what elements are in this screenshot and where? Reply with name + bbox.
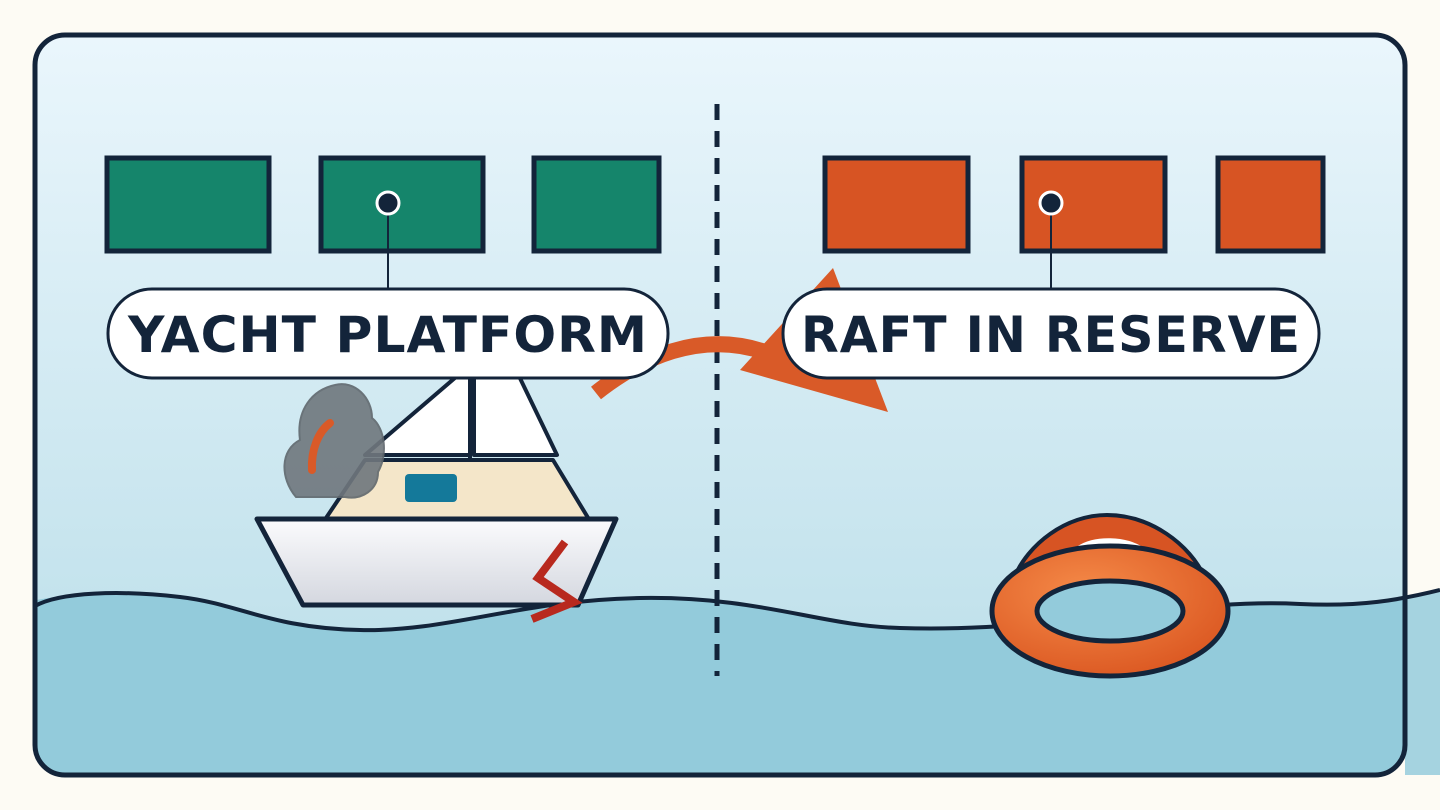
yacht-label-leader [375,190,401,292]
raft-panel-1 [822,155,971,254]
yacht-panel-3 [531,155,662,254]
yacht-platform-label: YACHT PLATFORM [106,287,670,380]
yacht-panel-2 [318,155,486,254]
life-raft-icon [989,512,1231,679]
sailboat-icon [254,290,619,608]
waterline [34,588,1440,633]
raft-in-reserve-label-text: RAFT IN RESERVE [801,306,1301,364]
hull-crack-icon [530,539,583,623]
raft-panel-3 [1215,155,1326,254]
raft-inner [1034,578,1186,644]
diagram-frame [32,32,1408,778]
mainsail [363,363,472,457]
yacht-platform-label-text: YACHT PLATFORM [127,306,648,364]
yacht-panel-1 [104,155,272,254]
water-overflow [1405,590,1440,775]
raft-panels [822,155,1326,254]
raft-label-leader [1038,190,1064,290]
raft-in-reserve-label: RAFT IN RESERVE [781,287,1321,380]
raft-panel-2 [1019,155,1168,254]
hull [254,516,619,608]
porthole [405,474,457,502]
yacht-panels [104,155,662,254]
smoke-icon [283,383,385,499]
